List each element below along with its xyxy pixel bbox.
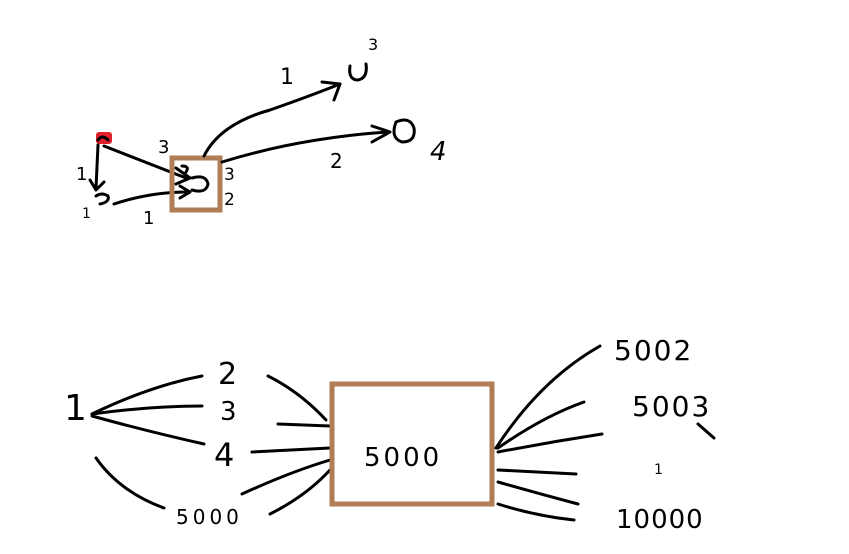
link-left-2 bbox=[276, 422, 332, 428]
box-right-label-top: 3 bbox=[224, 165, 235, 185]
center-value: 5000 bbox=[364, 443, 442, 473]
arrowhead-red-box bbox=[174, 166, 192, 186]
node3-label: 3 bbox=[368, 35, 378, 54]
edge-red-to-node1 bbox=[94, 143, 100, 190]
right-item-1: 5002 bbox=[614, 334, 693, 367]
node4-label: 4 bbox=[430, 137, 447, 167]
right-item-2-tick bbox=[696, 422, 716, 440]
link-right-6 bbox=[496, 502, 576, 522]
right-item-4: 10000 bbox=[616, 505, 704, 535]
edge-label-to-node3: 1 bbox=[280, 65, 294, 90]
source-label: 1 bbox=[64, 388, 87, 429]
arrowhead-node4 bbox=[370, 124, 392, 144]
node3-circle bbox=[348, 62, 368, 82]
edge-label-node1-to-box: 1 bbox=[143, 208, 154, 229]
fan-line-3 bbox=[90, 414, 206, 446]
left-item-1: 2 bbox=[218, 357, 237, 392]
left-item-2: 3 bbox=[220, 397, 237, 427]
link-left-4 bbox=[240, 458, 332, 496]
fan-line-2 bbox=[90, 404, 204, 416]
center-scribble bbox=[180, 164, 189, 174]
link-right-5 bbox=[496, 480, 580, 506]
edge-node1-to-box bbox=[112, 190, 190, 206]
edge-to-node3 bbox=[202, 82, 342, 158]
top-highlight-box bbox=[169, 155, 223, 213]
left-item-3: 4 bbox=[214, 436, 234, 474]
link-left-3 bbox=[250, 446, 332, 454]
link-right-4 bbox=[496, 468, 578, 476]
link-left-5 bbox=[268, 468, 332, 516]
box-right-label-bottom: 2 bbox=[224, 190, 235, 210]
edge-label-to-node4: 2 bbox=[330, 149, 343, 173]
left-item-4: 5000 bbox=[176, 505, 243, 529]
fan-line-4 bbox=[94, 456, 166, 510]
right-item-3: 1 bbox=[654, 462, 663, 478]
link-right-1 bbox=[494, 344, 602, 450]
node4-circle bbox=[392, 118, 416, 144]
node1-label: 1 bbox=[82, 206, 91, 222]
link-right-3 bbox=[496, 432, 604, 454]
node1-circle bbox=[94, 192, 110, 206]
right-item-2: 5003 bbox=[632, 390, 711, 423]
edge-label-red-to-box: 3 bbox=[158, 137, 169, 158]
arrowhead-node1-box bbox=[178, 184, 192, 200]
center-node bbox=[190, 175, 210, 193]
link-right-2 bbox=[496, 400, 586, 450]
arrowhead-node3 bbox=[320, 80, 342, 102]
start-node bbox=[96, 135, 110, 142]
center-box bbox=[329, 381, 495, 507]
arrowhead-node1 bbox=[88, 178, 106, 192]
link-left-1 bbox=[266, 374, 328, 422]
fan-line-1 bbox=[90, 374, 204, 416]
edge-label-red-to-node1: 1 bbox=[76, 164, 87, 185]
edge-to-node4 bbox=[220, 130, 390, 164]
